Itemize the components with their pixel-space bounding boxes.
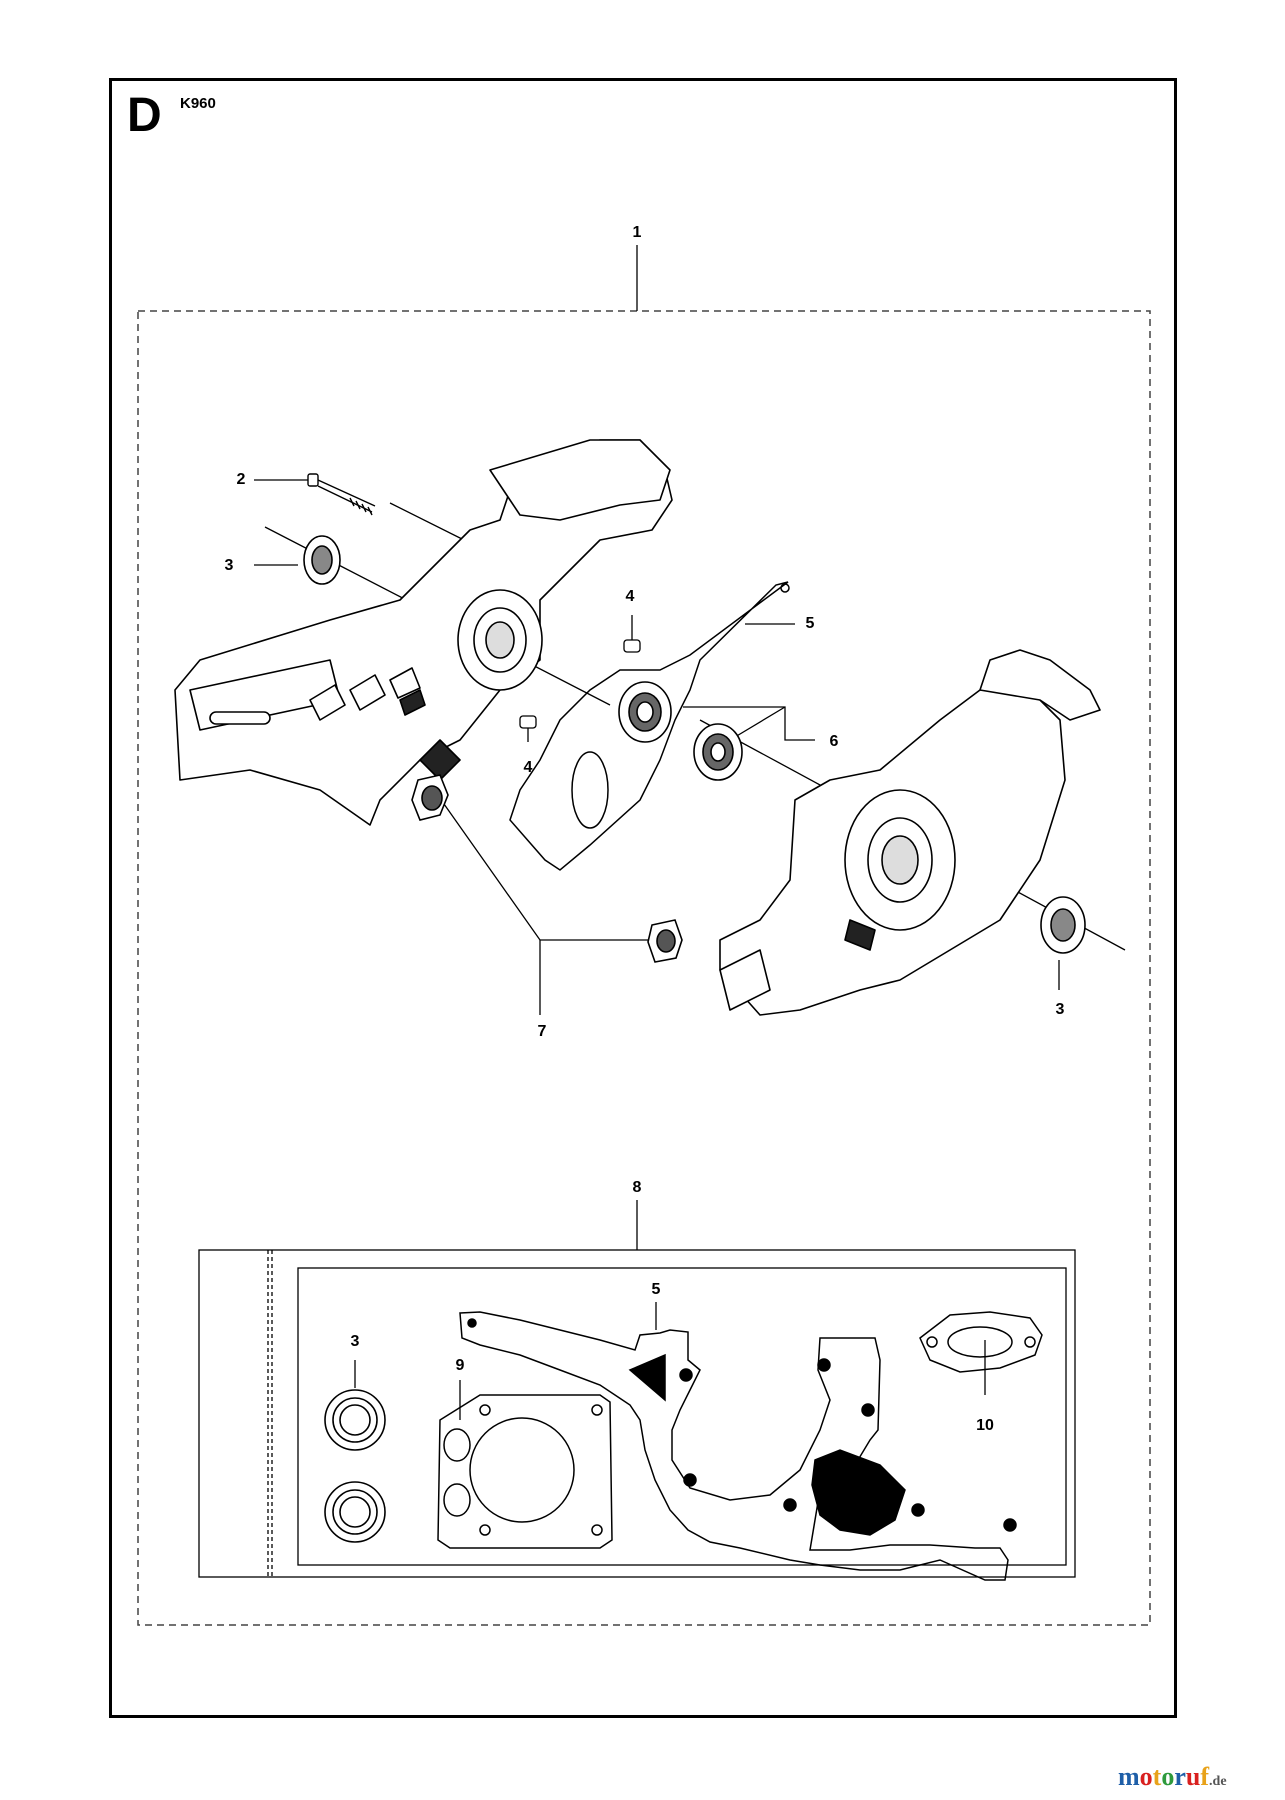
cylinder-gasket bbox=[437, 1394, 613, 1549]
watermark-letter: t bbox=[1152, 1762, 1162, 1791]
callout-6: 6 bbox=[829, 733, 839, 750]
crankcase-left-half bbox=[174, 439, 673, 826]
section-letter: D bbox=[127, 89, 162, 142]
callout-3-right: 3 bbox=[1055, 1001, 1065, 1018]
watermark-brand: motoruf bbox=[1118, 1762, 1209, 1791]
watermark-letter: o bbox=[1161, 1762, 1175, 1791]
crankcase-gasket-kit bbox=[459, 1311, 1017, 1581]
pin-parts bbox=[519, 639, 641, 729]
bearing-parts bbox=[618, 681, 743, 781]
callout-10: 10 bbox=[976, 1417, 994, 1434]
screw-part bbox=[307, 473, 376, 516]
watermark-tld: .de bbox=[1209, 1774, 1227, 1789]
watermark-letter: r bbox=[1174, 1762, 1186, 1791]
watermark-letter: u bbox=[1185, 1762, 1201, 1791]
watermark-letter: f bbox=[1200, 1762, 1210, 1791]
gasket-part bbox=[509, 581, 790, 871]
callout-5-kit: 5 bbox=[651, 1281, 661, 1298]
callout-4-upper: 4 bbox=[625, 588, 635, 605]
callout-2: 2 bbox=[236, 471, 246, 488]
seal-left bbox=[303, 535, 341, 585]
model-label: K960 bbox=[180, 95, 216, 112]
callout-7: 7 bbox=[537, 1023, 547, 1040]
seal-right bbox=[1040, 896, 1086, 954]
callout-3-left: 3 bbox=[224, 557, 234, 574]
gasket-kit bbox=[198, 1249, 1076, 1578]
kit-seals bbox=[324, 1389, 386, 1543]
watermark-logo: motoruf.de bbox=[1118, 1764, 1227, 1790]
callout-8: 8 bbox=[632, 1179, 642, 1196]
crankcase-right-half bbox=[719, 649, 1101, 1016]
watermark-letter: m bbox=[1118, 1762, 1140, 1791]
exhaust-gasket bbox=[919, 1311, 1043, 1373]
callout-3-kit: 3 bbox=[350, 1333, 360, 1350]
watermark-letter: o bbox=[1139, 1762, 1153, 1791]
kit-boundary bbox=[137, 310, 1151, 1626]
callout-5-upper: 5 bbox=[805, 615, 815, 632]
grommet-parts bbox=[411, 774, 683, 963]
drawing-frame bbox=[109, 78, 1177, 1718]
callout-4-lower: 4 bbox=[523, 759, 533, 776]
callout-1: 1 bbox=[632, 224, 642, 241]
callout-9: 9 bbox=[455, 1357, 465, 1374]
